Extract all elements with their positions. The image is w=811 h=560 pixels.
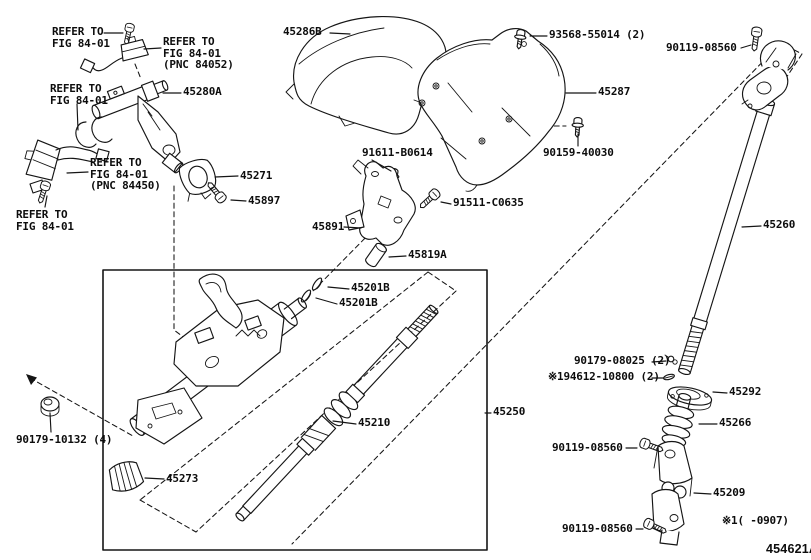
part-90179-08025: 90179-08025 (2) (574, 354, 671, 367)
leader-lines (44, 32, 762, 530)
direction-arrowhead (26, 374, 37, 385)
part-45201B-b: 45201B (339, 296, 378, 309)
part-45292: 45292 (729, 385, 762, 398)
part-91511-C0635: 91511-C0635 (453, 196, 524, 209)
part-90159-40030: 90159-40030 (543, 146, 614, 159)
part-45891: 45891 (312, 220, 345, 233)
part-45209: 45209 (713, 486, 746, 499)
refer-fig-84-01-pnc84052: REFER TO FIG 84-01 (PNC 84052) (163, 35, 234, 71)
bracket-45891-drawing (345, 159, 416, 246)
main-shaft-45210-drawing (235, 304, 439, 522)
clamp-45271-drawing (178, 158, 229, 205)
part-45273: 45273 (166, 472, 199, 485)
key-sensor-drawing (79, 22, 149, 74)
part-45280A: 45280A (183, 85, 222, 98)
part-194612-10800: ※194612-10800 (2) (548, 370, 660, 383)
part-45250: 45250 (493, 405, 526, 418)
washers-45201B-drawing (300, 277, 323, 303)
upper-tube-45280A-drawing (75, 80, 184, 174)
part-90119-08560-a: 90119-08560 (666, 41, 737, 54)
collar-45819A-drawing (365, 242, 387, 268)
refer-fig-84-01-a: REFER TO FIG 84-01 (52, 25, 110, 50)
part-90119-08560-b: 90119-08560 (552, 441, 623, 454)
lower-column-cover-drawing (417, 28, 566, 192)
note-applicability: ※1( -0907) (722, 514, 789, 527)
ujoint-45209-drawing (651, 440, 693, 546)
lower-joint-parts-drawing (638, 354, 713, 546)
part-45210: 45210 (358, 416, 391, 429)
part-90179-10132: 90179-10132 (4) (16, 433, 113, 446)
part-45897: 45897 (248, 194, 281, 207)
bolt-91511-drawing (416, 186, 442, 212)
part-45286B: 45286B (283, 25, 322, 38)
refer-fig-84-01-b: REFER TO FIG 84-01 (50, 82, 108, 107)
part-91611-B0614: 91611-B0614 (362, 146, 433, 159)
part-45271: 45271 (240, 169, 273, 182)
part-90119-08560-c: 90119-08560 (562, 522, 633, 535)
part-45260: 45260 (763, 218, 796, 231)
refer-fig-84-01-pnc84450: REFER TO FIG 84-01 (PNC 84450) (90, 156, 161, 192)
part-45819A: 45819A (408, 248, 447, 261)
part-45287: 45287 (598, 85, 631, 98)
tilt-knob-45273-drawing (108, 461, 145, 492)
intermediate-shaft-45260-drawing (678, 25, 797, 376)
harness-switch-drawing (24, 139, 110, 205)
part-93568-55014: 93568-55014 (2) (549, 28, 646, 41)
refer-fig-84-01-c: REFER TO FIG 84-01 (16, 208, 74, 233)
column-assy-box (102, 269, 488, 551)
diagram-code: 454621A (766, 542, 811, 556)
part-45266: 45266 (719, 416, 752, 429)
part-45201B-a: 45201B (351, 281, 390, 294)
nut-90179-10132-drawing (40, 396, 60, 417)
column-assembly-drawing (129, 273, 307, 445)
